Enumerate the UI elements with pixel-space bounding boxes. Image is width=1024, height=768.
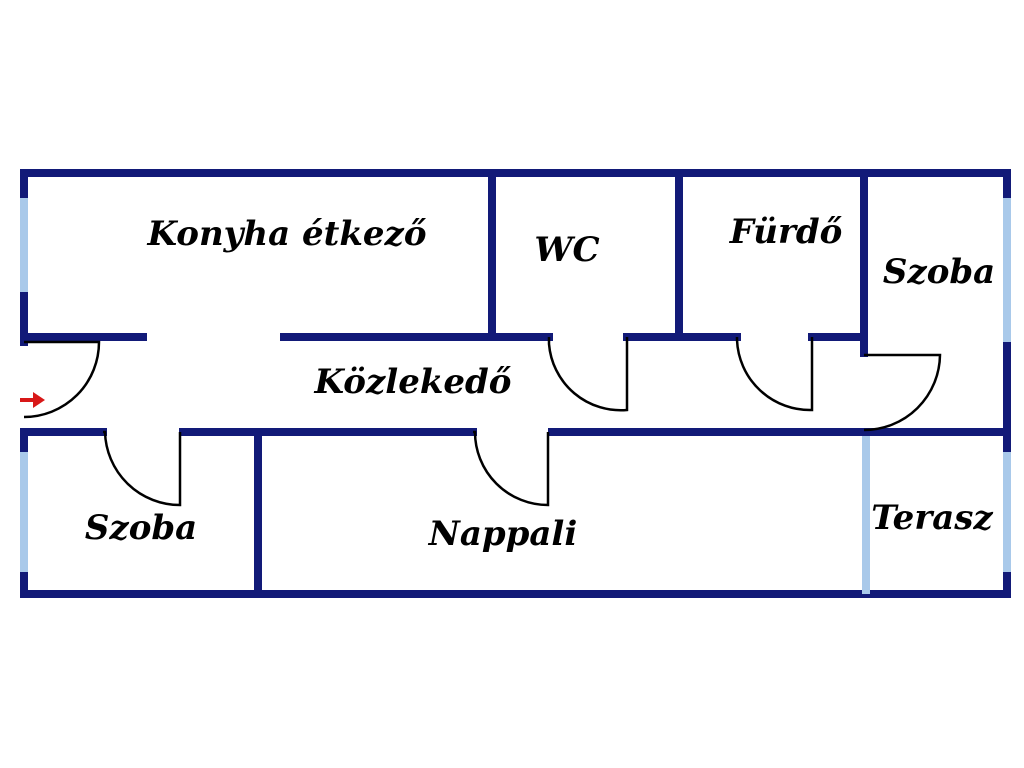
room-label-konyha: Konyha étkező	[146, 214, 426, 254]
room-label-terasz: Terasz	[871, 498, 993, 538]
szoba-left-door	[103, 430, 182, 507]
room-label-szoba-left: Szoba	[85, 508, 197, 548]
room-label-nappali: Nappali	[428, 514, 578, 554]
room-labels: Konyha étkező WC Fürdő Szoba Közlekedő S…	[85, 212, 995, 554]
entrance-arrow-icon	[20, 392, 45, 408]
furdo-door	[735, 337, 814, 412]
entrance-door	[23, 340, 101, 419]
windows	[20, 198, 1011, 594]
szoba-right-door	[863, 353, 942, 432]
room-label-kozlekedo: Közlekedő	[314, 362, 512, 402]
wc-door	[547, 337, 629, 412]
doors	[23, 337, 942, 507]
room-label-furdo: Fürdő	[729, 212, 843, 252]
room-label-szoba-right: Szoba	[883, 252, 995, 292]
nappali-door	[473, 430, 550, 507]
room-label-wc: WC	[534, 230, 599, 270]
interior-walls	[20, 169, 1011, 598]
